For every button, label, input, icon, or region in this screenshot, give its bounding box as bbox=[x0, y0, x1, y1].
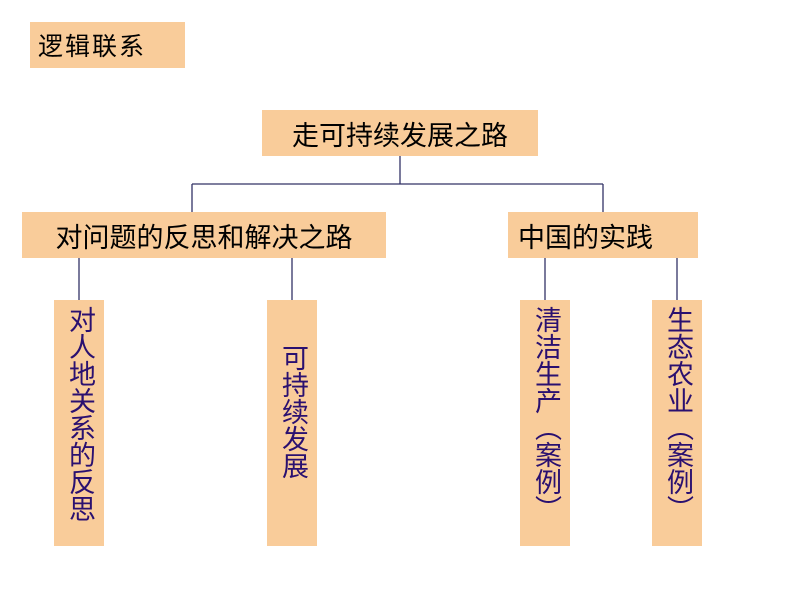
branch-node-reflection: 对问题的反思和解决之路 bbox=[22, 212, 386, 258]
root-node-label: 走可持续发展之路 bbox=[292, 120, 508, 152]
leaf-node-label: 生态农业（案例） bbox=[662, 306, 693, 522]
leaf-node-sustainable-development: 可持续发展 bbox=[267, 300, 317, 546]
leaf-node-clean-production: 清洁生产（案例） bbox=[520, 300, 570, 546]
diagram-title: 逻辑联系 bbox=[30, 22, 185, 68]
branch-node-china-practice: 中国的实践 bbox=[508, 212, 698, 258]
root-node: 走可持续发展之路 bbox=[262, 110, 538, 156]
diagram-title-text: 逻辑联系 bbox=[38, 32, 147, 61]
branch-node-label: 中国的实践 bbox=[518, 222, 653, 254]
leaf-node-label: 可持续发展 bbox=[277, 344, 308, 479]
leaf-node-label: 清洁生产（案例） bbox=[530, 306, 561, 522]
leaf-node-eco-agriculture: 生态农业（案例） bbox=[652, 300, 702, 546]
branch-node-label: 对问题的反思和解决之路 bbox=[55, 222, 353, 254]
leaf-node-label: 对人地关系的反思 bbox=[64, 306, 95, 522]
leaf-node-human-land-reflection: 对人地关系的反思 bbox=[54, 300, 104, 546]
